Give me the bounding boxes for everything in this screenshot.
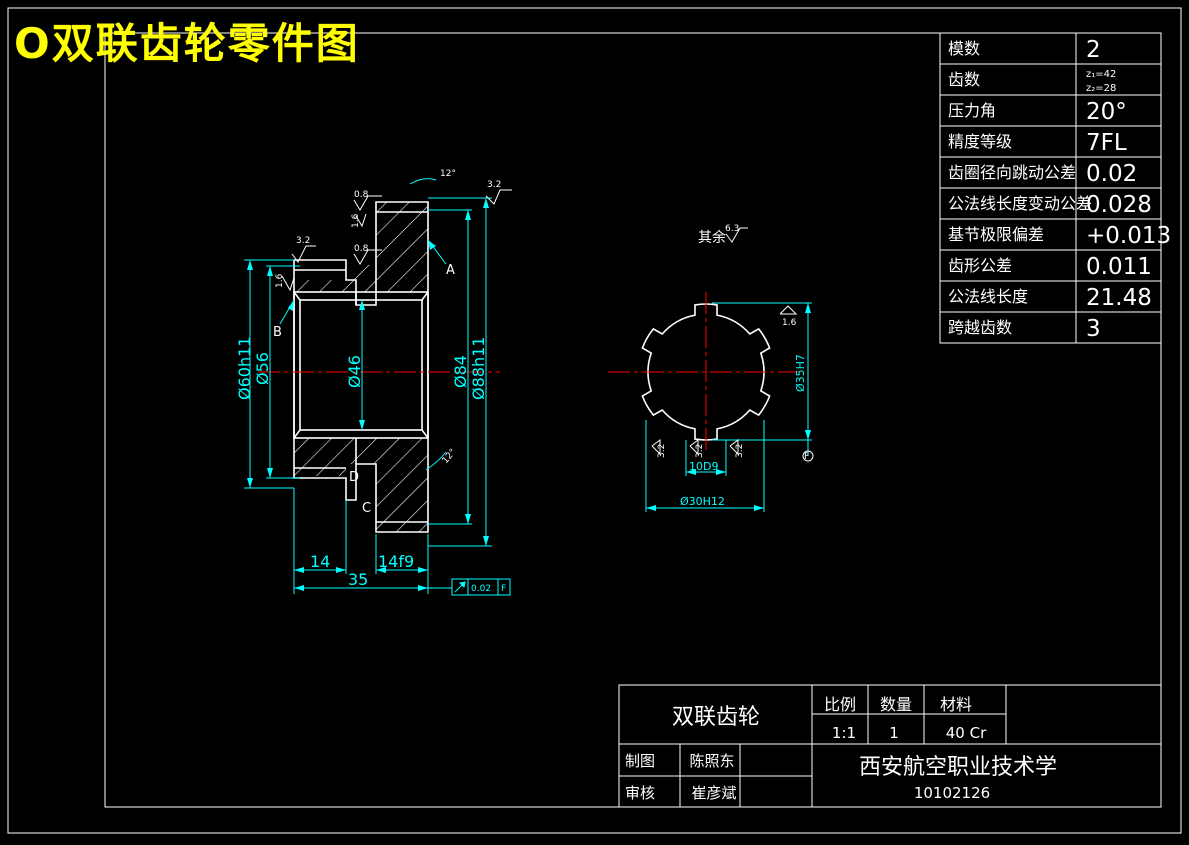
spec-value-2: z₂=28 [1086,83,1116,94]
check-label: 审核 [625,784,655,802]
spec-label: 精度等级 [948,132,1012,151]
dim-d88h11: Ø88h11 [469,337,488,400]
dim-w14: 14 [310,552,330,571]
rough-32-right: 3.2 [487,180,501,190]
spec-table: 模数 2 齿数 z₁=42 z₂=28 压力角 20° 精度等级 7FL 齿圈径向跳动公差 0.02… [939,32,1171,344]
spline-datum-f: F [804,452,809,462]
material-value: 40 Cr [946,724,987,742]
section-view: Ø60h11 Ø56 Ø46 Ø84 Ø88h11 14 14f9 35 0.8… [235,169,512,596]
spline-rough-32-right: 3.2 [735,444,745,458]
chamfer-angle-bottom: 12° [441,447,459,466]
rough-08-top: 0.8 [354,190,369,200]
title-block: 双联齿轮 比例 数量 材料 1:1 1 40 Cr 制图 陈照东 审核 崔彦斌 … [618,684,1162,808]
spline-roughness-symbols [651,227,814,462]
hatch-lower [294,438,428,532]
runout-tolerance-frame [451,578,511,596]
ref-label-d: D [349,470,359,485]
ref-label-b: B [273,325,282,340]
ref-label-c: C [362,501,371,516]
drawing-number: 10102126 [914,784,990,802]
rough-16-upper: 1.6 [351,213,361,228]
spec-value: 7FL [1086,130,1127,156]
drawn-label: 制图 [625,752,655,770]
spec-value: z₁=42 [1086,69,1116,80]
rest-roughness-value: 6.3 [725,224,739,234]
rough-16-left: 1.6 [275,273,285,288]
dim-w10d9: 10D9 [689,460,718,473]
dim-w35: 35 [348,570,368,589]
part-name: 双联齿轮 [672,705,760,730]
dim-d60h11: Ø60h11 [235,337,254,400]
section-outline [293,201,429,533]
hatch-upper [294,202,428,292]
rest-roughness-label: 其余 [698,229,726,246]
spline-dimensions [645,302,812,512]
spec-label: 齿形公差 [948,256,1012,275]
scale-value: 1:1 [832,724,856,742]
spec-label: 跨越齿数 [948,318,1012,337]
spec-value: 20° [1086,99,1127,125]
section-roughness-symbols [281,189,512,292]
qty-value: 1 [889,724,899,742]
rough-32-left: 3.2 [296,236,310,246]
ref-label-a: A [446,263,455,278]
spec-value: 2 [1086,37,1101,63]
spec-value: 3 [1086,316,1101,342]
spec-label: 基节极限偏差 [948,225,1044,244]
spec-label: 公法线长度变动公差 [948,194,1092,213]
spec-value: 0.028 [1086,192,1152,218]
spec-label: 公法线长度 [948,287,1028,306]
section-arrowheads [247,198,489,591]
dim-d84: Ø84 [451,355,470,388]
rough-08-mid: 0.8 [354,244,369,254]
spec-value: 21.48 [1086,285,1152,311]
spec-label: 模数 [948,39,980,58]
spec-label: 齿圈径向跳动公差 [948,163,1076,182]
dim-d56: Ø56 [253,352,272,385]
spline-profile [641,303,771,441]
dim-w14f9: 14f9 [378,552,414,571]
spline-rough-16: 1.6 [782,318,797,328]
dim-d35h7: Ø35H7 [794,354,807,392]
checked-by: 崔彦斌 [691,784,736,802]
runout-datum: F [501,584,506,594]
spec-value: 0.02 [1086,161,1137,187]
spec-label: 压力角 [948,101,996,120]
spline-rough-32-mid: 3.2 [695,444,705,458]
spec-label: 齿数 [948,70,980,89]
qty-label: 数量 [880,695,912,714]
scale-label: 比例 [824,695,856,714]
dim-d30h12: Ø30H12 [680,495,725,508]
spline-arrowheads [646,303,811,511]
drawn-by: 陈照东 [689,752,734,770]
spline-view: 1.6 3.2 3.2 3.2 6.3 F Ø35H7 10D9 Ø30H12 … [608,224,814,512]
runout-value: 0.02 [471,584,491,594]
dim-d46: Ø46 [345,355,364,388]
outer-frame [7,7,1182,834]
spec-value: 0.011 [1086,254,1152,280]
school-name: 西安航空职业技术学 [859,755,1057,780]
spline-rough-32-left: 3.2 [657,444,667,458]
chamfer-angle-top: 12° [440,169,456,179]
drawing-heading: O双联齿轮零件图 [14,19,360,68]
material-label: 材料 [940,695,972,714]
spec-value: +0.013 [1086,223,1171,249]
